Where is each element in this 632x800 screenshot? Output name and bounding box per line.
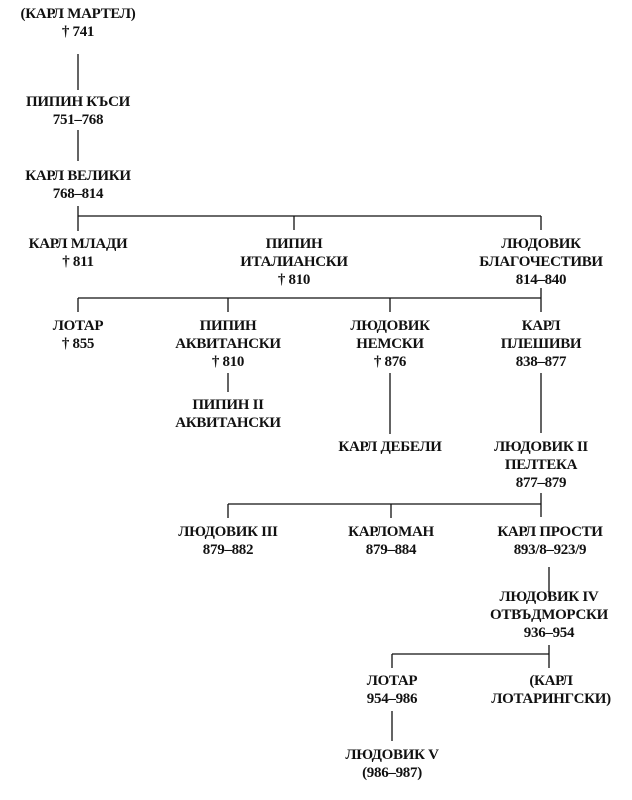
node-name: ПИПИН <box>199 318 257 334</box>
node-ljudovik-iv: ЛЮДОВИК IV ОТВЪДМОРСКИ 936–954 <box>490 588 608 642</box>
node-dates: 893/8–923/9 <box>513 542 587 558</box>
node-name: ЛЮДОВИК III <box>178 524 278 540</box>
node-dates: 814–840 <box>515 272 567 288</box>
node-name: АКВИТАНСКИ <box>175 336 281 352</box>
node-name: БЛАГОЧЕСТИВИ <box>479 254 603 270</box>
node-name: ПИПИН II <box>192 397 264 413</box>
node-karloman: КАРЛОМАН 879–884 <box>348 523 434 559</box>
node-name: ЛЮДОВИК II <box>494 439 588 455</box>
node-name: ПИПИН КЪСИ <box>26 94 130 110</box>
node-name: КАРЛ <box>521 318 561 334</box>
node-dates: † 876 <box>373 354 407 370</box>
node-karl-pleshivi: КАРЛ ПЛЕШИВИ 838–877 <box>501 317 582 371</box>
node-lotar-2: ЛОТАР 954–986 <box>367 672 418 708</box>
node-dates: (986–987) <box>362 765 422 781</box>
node-ljudovik-ii: ЛЮДОВИК II ПЕЛТЕКА 877–879 <box>494 438 588 492</box>
node-karl-veliki: КАРЛ ВЕЛИКИ 768–814 <box>25 167 131 203</box>
node-name: НЕМСКИ <box>356 336 424 352</box>
node-name: КАРЛ ПРОСТИ <box>497 524 603 540</box>
node-name: ОТВЪДМОРСКИ <box>490 607 608 623</box>
node-name: ПЕЛТЕКА <box>504 457 578 473</box>
node-dates: † 855 <box>61 336 95 352</box>
node-name: ЛЮДОВИК <box>350 318 430 334</box>
node-dates: 879–882 <box>202 542 254 558</box>
node-dates: † 741 <box>61 24 95 40</box>
node-name: ПЛЕШИВИ <box>500 336 582 352</box>
node-ljudovik-blagochestivi: ЛЮДОВИК БЛАГОЧЕСТИВИ 814–840 <box>479 235 603 289</box>
node-pipin-akvitanski: ПИПИН АКВИТАНСКИ † 810 <box>175 317 281 371</box>
node-lotar: ЛОТАР † 855 <box>53 317 104 353</box>
node-name: КАРЛ ВЕЛИКИ <box>25 168 131 184</box>
node-dates: † 810 <box>277 272 311 288</box>
node-karl-lotaringski: (КАРЛ ЛОТАРИНГСКИ) <box>491 672 611 708</box>
node-name: АКВИТАНСКИ <box>175 415 281 431</box>
node-name: КАРЛОМАН <box>348 524 434 540</box>
node-dates: † 810 <box>211 354 245 370</box>
node-name: (КАРЛ МАРТЕЛ) <box>20 6 136 22</box>
node-dates: 838–877 <box>515 354 567 370</box>
node-pipin-italianski: ПИПИН ИТАЛИАНСКИ † 810 <box>240 235 348 289</box>
node-dates: 879–884 <box>365 542 417 558</box>
node-dates: 877–879 <box>515 475 567 491</box>
node-karl-martel: (КАРЛ МАРТЕЛ) † 741 <box>21 5 136 41</box>
node-name: КАРЛ ДЕБЕЛИ <box>338 439 442 455</box>
node-name: ЛЮДОВИК IV <box>499 589 599 605</box>
node-name: ИТАЛИАНСКИ <box>240 254 348 270</box>
node-karl-debeli: КАРЛ ДЕБЕЛИ <box>338 438 441 456</box>
node-karl-prosti: КАРЛ ПРОСТИ 893/8–923/9 <box>497 523 603 559</box>
node-dates: 768–814 <box>52 186 104 202</box>
node-name: (КАРЛ <box>529 673 573 689</box>
node-dates: 954–986 <box>366 691 418 707</box>
node-ljudovik-iii: ЛЮДОВИК III 879–882 <box>178 523 278 559</box>
node-name: ЛЮДОВИК <box>501 236 581 252</box>
node-name: КАРЛ МЛАДИ <box>28 236 128 252</box>
node-name: ЛОТАР <box>366 673 418 689</box>
node-name: ЛОТАРИНГСКИ) <box>491 691 611 707</box>
node-name: ЛЮДОВИК V <box>345 747 439 763</box>
node-dates: † 811 <box>62 254 94 270</box>
node-karl-mladi: КАРЛ МЛАДИ † 811 <box>29 235 128 271</box>
node-ljudovik-nemski: ЛЮДОВИК НЕМСКИ † 876 <box>350 317 430 371</box>
node-name: ПИПИН <box>265 236 323 252</box>
node-dates: 936–954 <box>523 625 575 641</box>
node-pipin-kasi: ПИПИН КЪСИ 751–768 <box>26 93 130 129</box>
node-ljudovik-v: ЛЮДОВИК V (986–987) <box>345 746 439 782</box>
node-pipin-ii: ПИПИН II АКВИТАНСКИ <box>175 396 281 432</box>
node-name: ЛОТАР <box>52 318 104 334</box>
node-dates: 751–768 <box>52 112 104 128</box>
